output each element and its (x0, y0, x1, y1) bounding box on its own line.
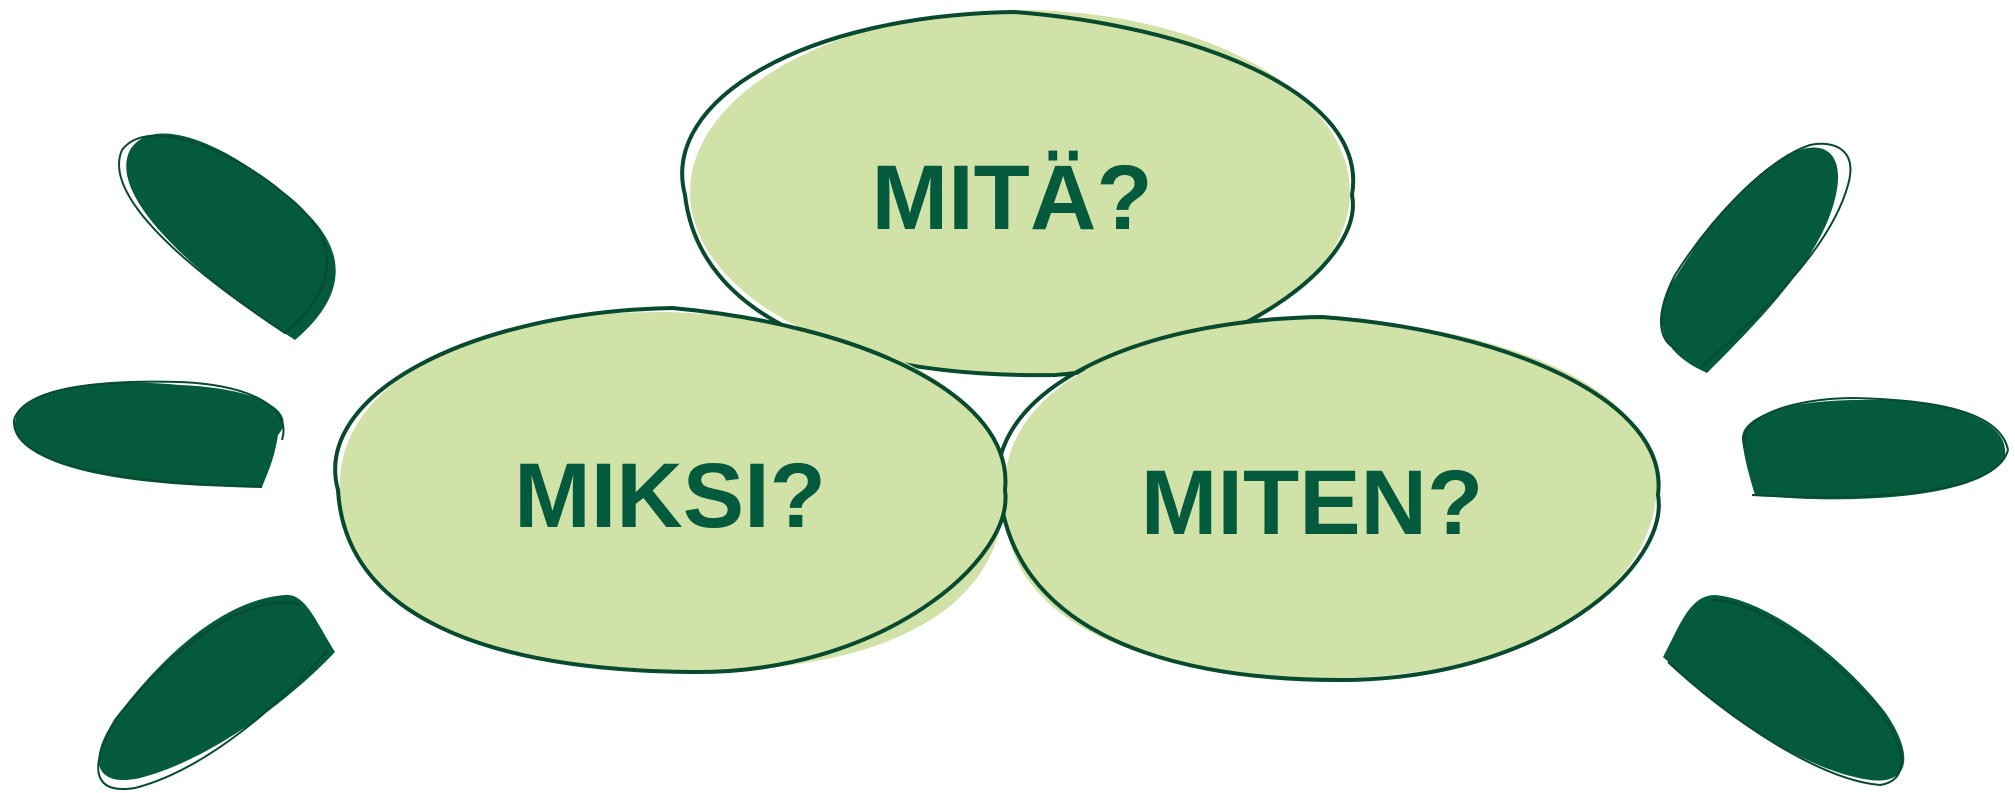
ray-left-middle (12, 380, 285, 488)
bubble-mita: MITÄ? (680, 9, 1356, 378)
bubble-miksi-label: MIKSI? (514, 445, 826, 547)
bubble-miksi: MIKSI? (333, 305, 1008, 675)
ray-right-middle (1741, 396, 2010, 500)
left-rays (12, 133, 336, 790)
ray-left-bottom (97, 594, 335, 790)
ray-right-bottom (1663, 595, 1905, 787)
bubble-mita-label: MITÄ? (871, 147, 1152, 249)
ray-right-top (1660, 142, 1852, 373)
right-rays (1660, 142, 2010, 787)
bubble-miten: MITEN? (996, 314, 1661, 683)
bubble-miten-label: MITEN? (1141, 452, 1483, 554)
ray-left-top (118, 133, 336, 340)
